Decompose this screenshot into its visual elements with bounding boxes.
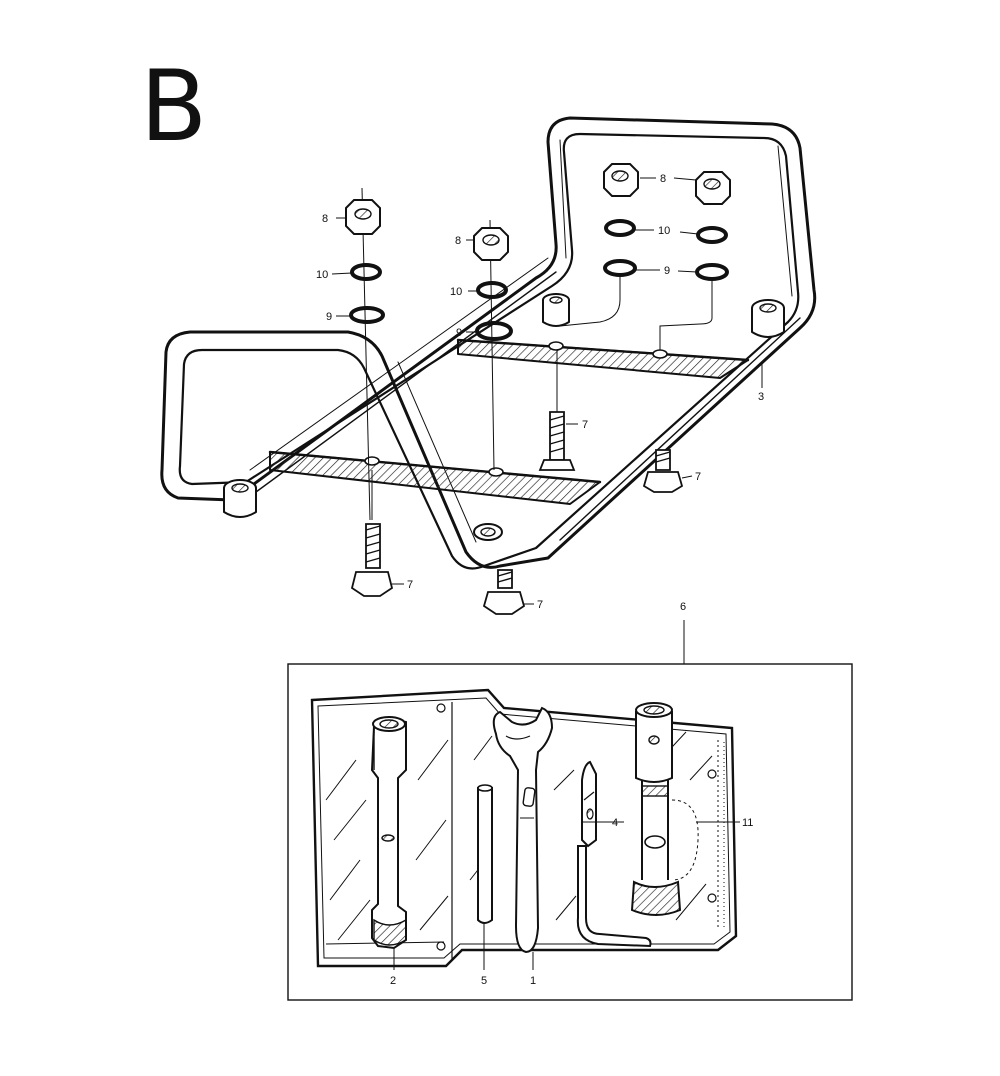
bolt-right	[642, 449, 684, 493]
fastener-stack-right	[559, 163, 731, 350]
box-spanner-large	[370, 716, 407, 950]
callout-nut-right: 8	[660, 173, 666, 185]
callout-box-spanner-large: 2	[390, 975, 396, 987]
carrier-cross-bar-rear	[456, 338, 750, 379]
bolt-front	[482, 569, 526, 615]
bolt-left	[350, 470, 394, 597]
callout-washer-right: 9	[664, 265, 670, 277]
callout-nut-left: 8	[322, 213, 328, 225]
callout-lockwasher-middle: 10	[450, 286, 462, 298]
callout-bolt-right: 7	[695, 471, 701, 483]
callout-screwdriver: 4	[612, 817, 618, 829]
callout-box-spanner-small: 11	[742, 817, 753, 829]
callout-tool-kit: 6	[680, 601, 686, 613]
callout-nut-middle: 8	[455, 235, 461, 247]
carrier-right-boss	[751, 299, 785, 338]
callout-washer-middle: 9	[456, 327, 462, 339]
carrier-rack	[160, 116, 817, 570]
carrier-left-boss	[223, 479, 257, 518]
callout-washer-left: 9	[326, 311, 332, 323]
callout-carrier: 3	[758, 391, 764, 403]
screwdriver	[576, 760, 652, 948]
callout-pin: 5	[481, 975, 487, 987]
callout-wrench: 1	[530, 975, 536, 987]
section-letter: B	[140, 50, 207, 164]
callout-bolt-front: 7	[537, 599, 543, 611]
pin	[477, 784, 493, 924]
callout-lockwasher-right: 10	[658, 225, 670, 237]
box-spanner-small	[630, 702, 699, 916]
fastener-stack-middle	[473, 219, 513, 471]
carrier-front-boss	[473, 523, 503, 541]
carrier-middle-boss	[542, 293, 570, 327]
bolt-center	[538, 350, 576, 471]
wrench	[492, 706, 554, 954]
callout-bolt-left: 7	[407, 579, 413, 591]
leader-lines	[331, 177, 763, 970]
callout-bolt-center: 7	[582, 419, 588, 431]
callout-labels: 8 10 9 8 10 9 8 10 9 3 7 7 7 7 6 2 5 1 4…	[316, 173, 764, 987]
fastener-stack-left	[345, 187, 385, 521]
callout-lockwasher-left: 10	[316, 269, 328, 281]
